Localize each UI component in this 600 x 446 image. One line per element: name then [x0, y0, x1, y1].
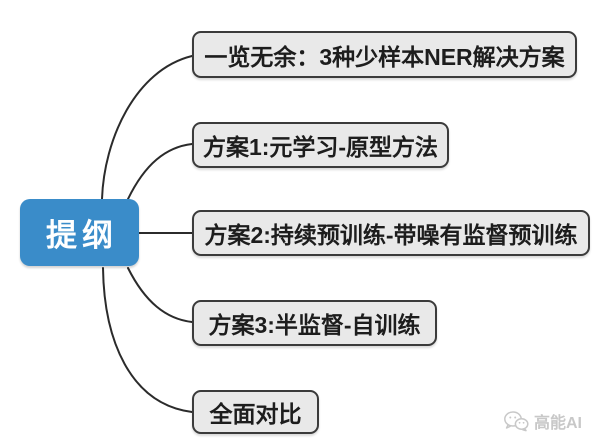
connector-line-2: [127, 143, 193, 200]
connector-line-1: [101, 55, 193, 200]
wechat-icon: [504, 411, 529, 432]
branch-node-2[interactable]: 方案1:元学习-原型方法: [192, 122, 449, 168]
root-node[interactable]: 提纲: [20, 199, 139, 266]
watermark-text: 高能AI: [533, 415, 582, 432]
branch-node-4[interactable]: 方案3:半监督-自训练: [192, 300, 437, 346]
watermark: 高能AI: [503, 409, 582, 433]
branch-node-5[interactable]: 全面对比: [192, 390, 319, 434]
connector-line-5: [102, 267, 193, 413]
branch-node-3[interactable]: 方案2:持续预训练-带噪有监督预训练: [192, 210, 590, 256]
connector-line-4: [127, 267, 193, 323]
branch-node-1[interactable]: 一览无余：3种少样本NER解决方案: [192, 31, 577, 78]
